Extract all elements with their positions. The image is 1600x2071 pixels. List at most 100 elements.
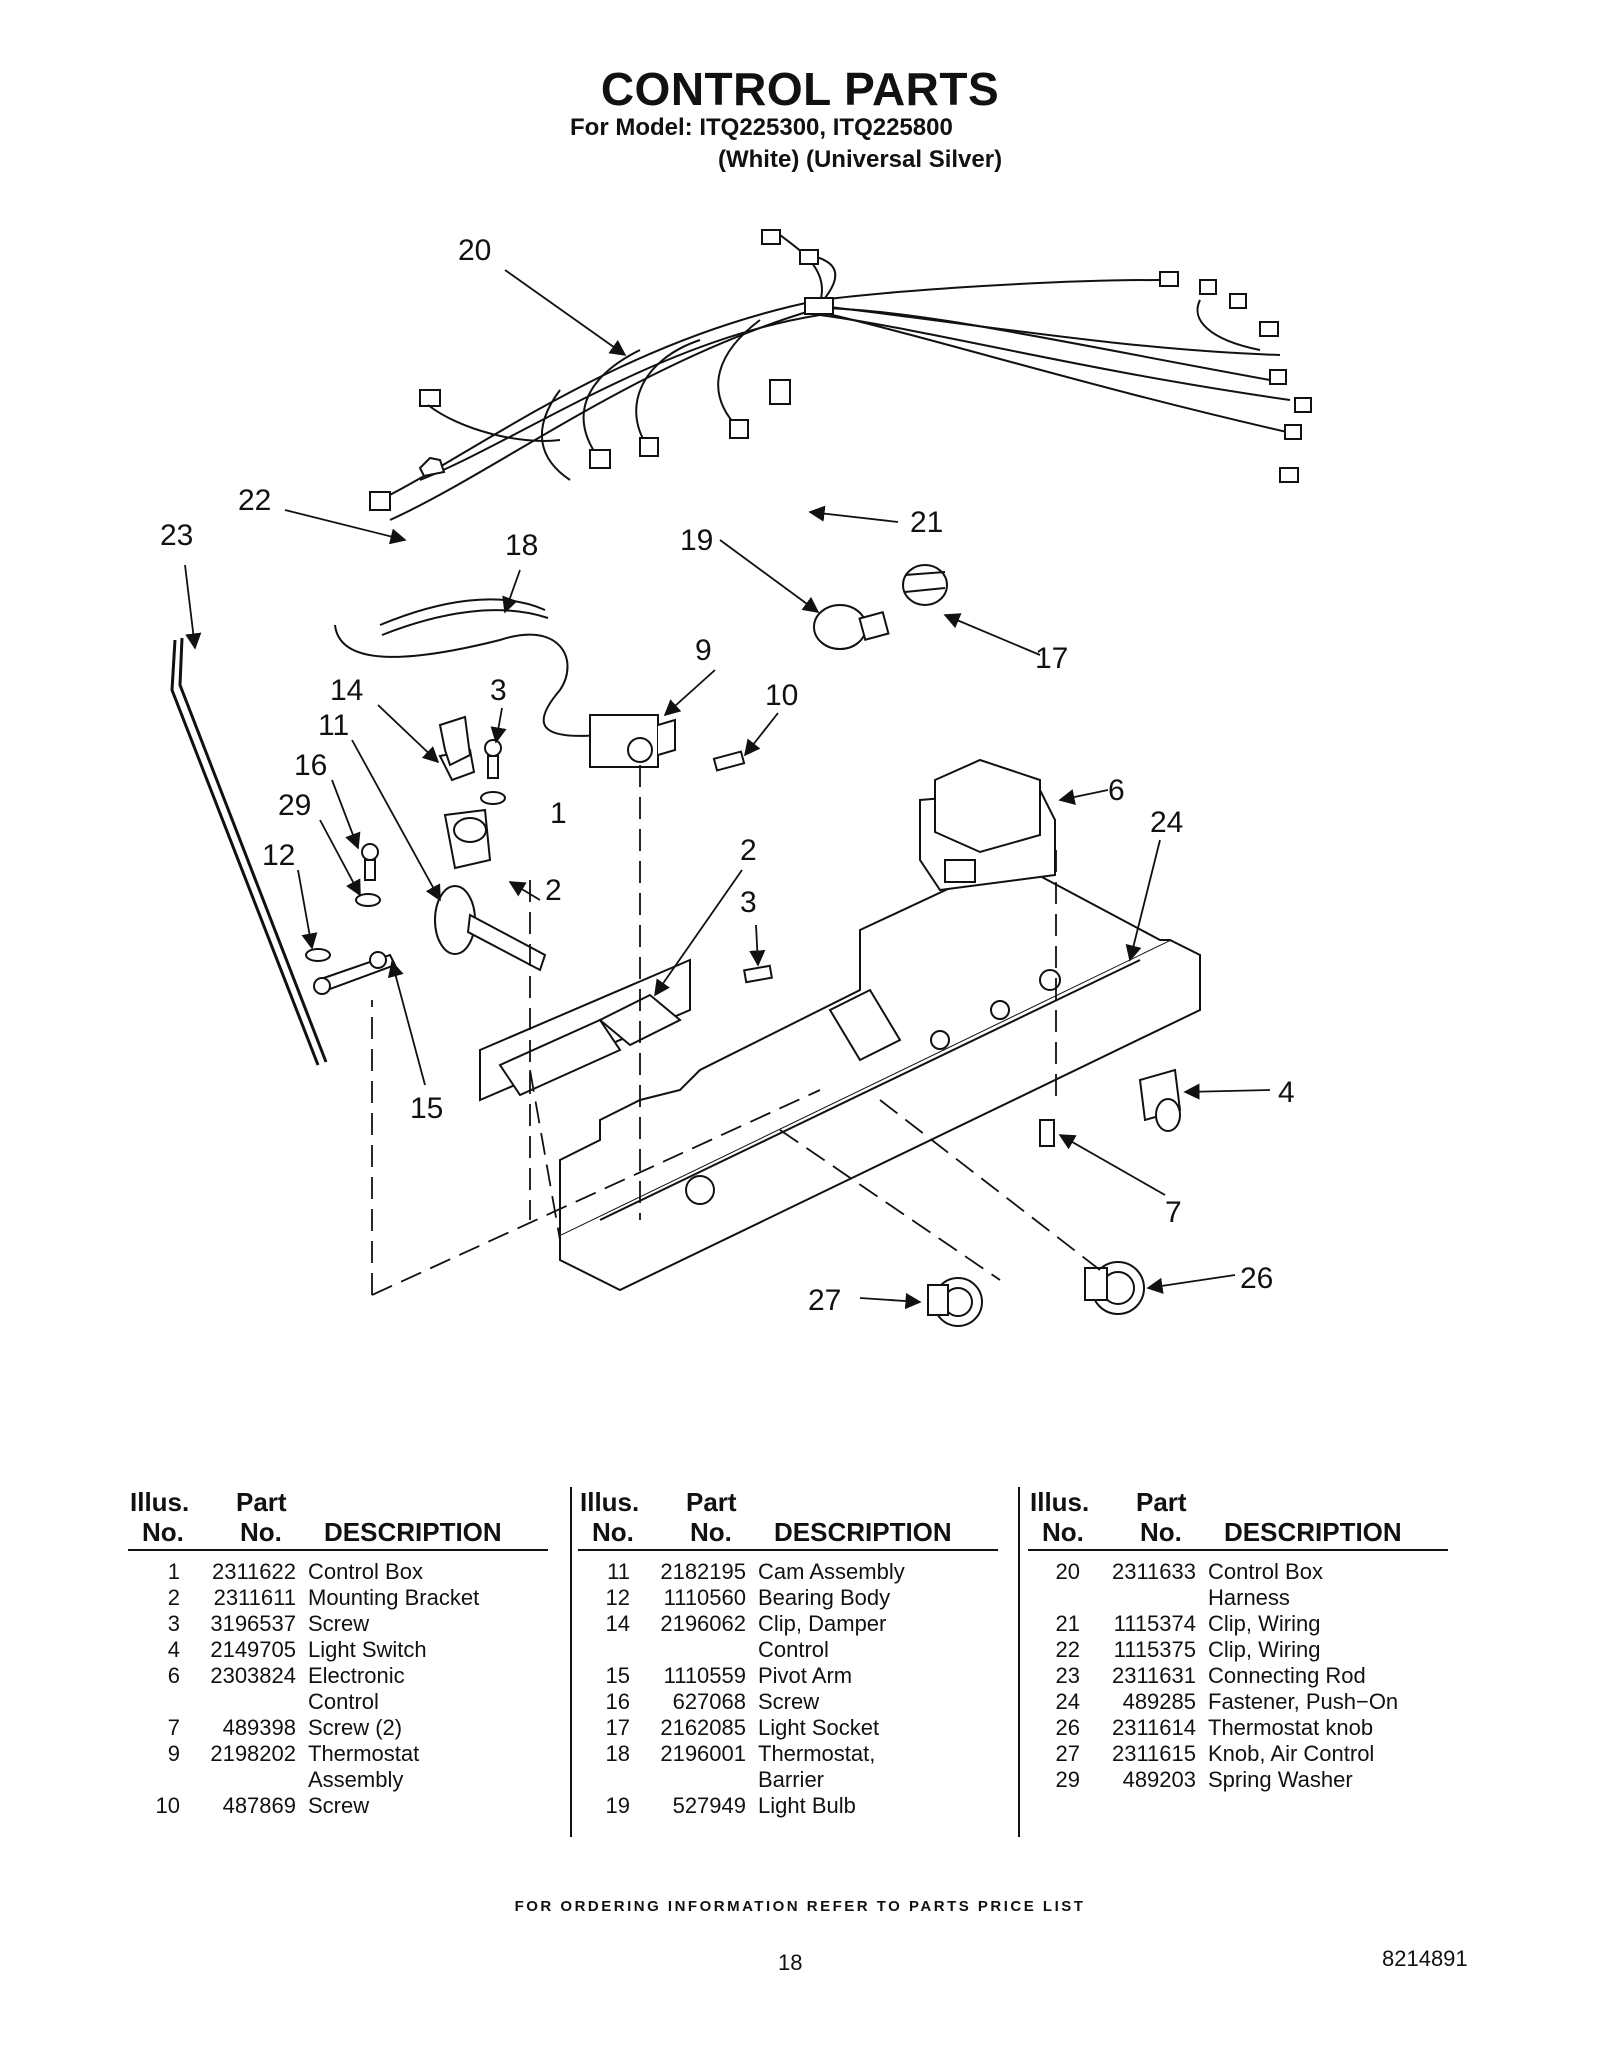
light-switch-drawing	[1138, 1068, 1182, 1132]
part-no-cell	[654, 1767, 758, 1793]
cam-linkage-drawing	[313, 715, 547, 995]
callout: 3	[490, 674, 507, 707]
callout: 2	[545, 874, 562, 907]
description-cell: Light Socket	[758, 1715, 880, 1740]
illus-no-cell: 17	[605, 1715, 630, 1740]
description-cell: Control Box	[1208, 1559, 1323, 1584]
table-row: Control	[578, 1637, 998, 1663]
callout: 24	[1150, 806, 1183, 839]
wire-harness-drawing	[369, 229, 1312, 521]
callout: 14	[330, 674, 363, 707]
description-cell: Clip, Wiring	[1208, 1611, 1321, 1636]
hdr-part-no: No.	[690, 1517, 732, 1547]
table-header: Illus. No. Part No. DESCRIPTION	[578, 1487, 998, 1551]
illus-no-cell: 11	[607, 1559, 630, 1584]
part-no-cell: 2198202	[210, 1741, 296, 1766]
illus-no-cell: 26	[1055, 1715, 1080, 1740]
hdr-description: DESCRIPTION	[1224, 1517, 1402, 1547]
description-cell: Screw	[308, 1793, 370, 1818]
part-no-cell: 2162085	[660, 1715, 746, 1740]
part-no-cell: 1110560	[663, 1585, 746, 1610]
callout: 23	[160, 519, 193, 552]
exploded-parts-diagram: 20 22 23 18 21 19 17 9 14 3 10 11 16 6 2…	[160, 229, 1312, 1327]
illus-no-cell: 15	[605, 1663, 630, 1688]
table-header: Illus. No. Part No. DESCRIPTION	[1028, 1487, 1448, 1551]
part-no-cell: 2311614	[1111, 1715, 1196, 1740]
part-no-cell: 2311615	[1111, 1741, 1196, 1766]
description-cell: Clip, Wiring	[1208, 1637, 1321, 1662]
callout: 21	[910, 506, 943, 539]
part-no-cell: 489398	[222, 1715, 296, 1740]
part-no-cell: 2311622	[211, 1559, 296, 1584]
illus-no-cell: 16	[605, 1689, 630, 1714]
illus-no-cell: 7	[167, 1715, 180, 1740]
table-row: Assembly	[128, 1767, 548, 1793]
column-divider	[570, 1487, 572, 1837]
part-no-cell: 627068	[672, 1689, 746, 1714]
part-no-cell: 3196537	[210, 1611, 296, 1636]
column-divider	[1018, 1487, 1020, 1837]
part-no-cell: 2196001	[660, 1741, 746, 1766]
description-cell: Mounting Bracket	[308, 1585, 480, 1610]
callout-labels: 20 22 23 18 21 19 17 9 14 3 10 11 16 6 2…	[160, 234, 1295, 1317]
part-no-cell: 2182195	[660, 1559, 746, 1584]
illus-no-cell: 9	[167, 1741, 180, 1766]
part-no-cell: 1115374	[1113, 1611, 1196, 1636]
hdr-illus: Illus.	[1030, 1487, 1090, 1517]
color-line: (White) (Universal Silver)	[718, 146, 1003, 173]
callout: 26	[1240, 1262, 1273, 1295]
callout: 6	[1108, 774, 1125, 807]
callout: 2	[740, 834, 757, 867]
thermostat-assembly-drawing	[589, 714, 676, 768]
callout: 27	[808, 1284, 841, 1317]
table-row: 17 2162085 Light Socket	[578, 1715, 998, 1741]
part-no-cell: 1110559	[663, 1663, 746, 1688]
control-box-drawing	[479, 858, 1201, 1292]
illus-no-cell: 20	[1055, 1559, 1080, 1584]
description-cell: Screw	[308, 1611, 370, 1636]
model-line: For Model: ITQ225300, ITQ225800	[570, 114, 953, 141]
hdr-illus: Illus.	[580, 1487, 640, 1517]
illus-no-cell: 19	[605, 1793, 630, 1818]
callout: 29	[278, 789, 311, 822]
page-number: 18	[778, 1950, 803, 1975]
document-number: 8214891	[1382, 1946, 1468, 1971]
illus-no-cell	[1028, 1585, 1104, 1611]
illus-no-cell: 18	[605, 1741, 630, 1766]
description-cell: Fastener, Push−On	[1208, 1689, 1399, 1714]
callout: 22	[238, 484, 271, 517]
illus-no-cell	[128, 1689, 204, 1715]
callout: 16	[294, 749, 327, 782]
callout: 18	[505, 529, 538, 562]
callout: 19	[680, 524, 713, 557]
description-cell: Thermostat	[308, 1741, 420, 1766]
table-row: 9 2198202 Thermostat	[128, 1741, 548, 1767]
illus-no-cell: 6	[167, 1663, 180, 1688]
part-no-cell: 1115375	[1113, 1637, 1196, 1662]
hdr-description: DESCRIPTION	[774, 1517, 952, 1547]
electronic-control-drawing	[919, 758, 1056, 892]
leader-arrows	[184, 269, 1271, 1310]
part-no-cell	[654, 1637, 758, 1663]
part-no-cell: 2196062	[660, 1611, 746, 1636]
part-no-cell: 527949	[672, 1793, 746, 1818]
description-cell: Connecting Rod	[1208, 1663, 1366, 1688]
part-no-cell: 489203	[1122, 1767, 1196, 1792]
illus-no-cell: 29	[1055, 1767, 1080, 1792]
callout: 12	[262, 839, 295, 872]
description-cell: Knob, Air Control	[1208, 1741, 1375, 1766]
description-cell: Electronic	[308, 1663, 405, 1688]
